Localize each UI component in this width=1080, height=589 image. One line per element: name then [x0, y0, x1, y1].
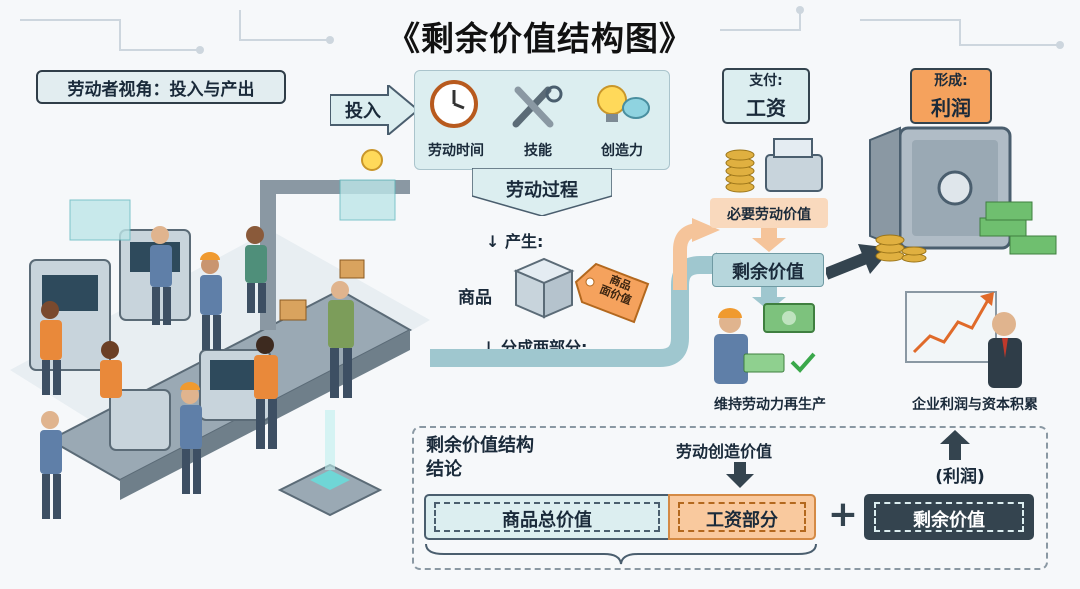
surplus-box [864, 494, 1034, 540]
split-flow-arrows [430, 218, 730, 367]
worker-cash-illustration [714, 303, 816, 384]
input-skill-label: 技能 [524, 143, 552, 159]
wage-part-label: 工资部分 [706, 510, 778, 531]
cash-register-icon [725, 138, 823, 193]
profit-paren-label: (利润) [935, 467, 985, 487]
form-header-label: 形成: [934, 73, 968, 89]
tools-icon [512, 85, 563, 128]
input-time-label: 劳动时间 [428, 143, 484, 159]
clock-icon [430, 80, 478, 128]
conclusion-panel [412, 426, 1048, 570]
down-arrow-orange [752, 228, 786, 252]
price-tag-icon [574, 262, 650, 324]
wage-part-box [668, 494, 816, 540]
wage-label: 工资 [746, 96, 786, 120]
idea-brain-icon [597, 85, 650, 122]
total-value-label: 商品总价值 [502, 510, 592, 531]
commodity-label: 商品 [458, 288, 492, 308]
total-value-box [424, 494, 670, 540]
businessman-chart-illustration [905, 291, 1022, 388]
input-label: 投入 [345, 101, 381, 122]
labor-process-arrow [472, 168, 612, 216]
profit-label: 利润 [931, 96, 971, 120]
perspective-label: 劳动者视角：投入与产出 [36, 70, 286, 104]
produce-label: ↓ 产生: [486, 232, 544, 251]
plus-sign: + [827, 494, 859, 535]
bottom-brace [425, 543, 817, 565]
pay-header-box [722, 68, 810, 124]
input-arrow [330, 85, 420, 135]
safe-icon [869, 126, 1057, 263]
surplus-label: 剩余价值 [913, 510, 985, 531]
profit-accum-label: 企业利润与资本积累 [912, 397, 1038, 413]
labor-process-label: 劳动过程 [506, 180, 578, 201]
labor-created-label: 劳动创造价值 [676, 442, 773, 461]
factory-illustration [10, 149, 430, 519]
form-header-box [910, 68, 992, 124]
down-arrow-dark [726, 462, 754, 488]
conclusion-title: 剩余价值结构 结论 [426, 435, 534, 480]
necessary-value-box [710, 198, 828, 228]
down-arrow-teal [752, 287, 786, 311]
box-icon [513, 257, 575, 319]
total-value-inner [434, 502, 660, 532]
surplus-inner [874, 502, 1024, 532]
up-arrow [940, 430, 970, 460]
pay-header-label: 支付: [749, 73, 783, 89]
surplus-value-box [712, 253, 824, 287]
wage-part-inner [678, 502, 806, 532]
input-creativity-label: 创造力 [601, 143, 643, 159]
reproduce-label: 维持劳动力再生产 [714, 397, 826, 413]
surplus-value-label: 剩余价值 [732, 262, 804, 283]
page-title: 《剩余价值结构图》 [387, 19, 693, 58]
perspective-text: 劳动者视角：投入与产出 [67, 79, 255, 100]
necessary-value-label: 必要劳动价值 [727, 207, 811, 223]
